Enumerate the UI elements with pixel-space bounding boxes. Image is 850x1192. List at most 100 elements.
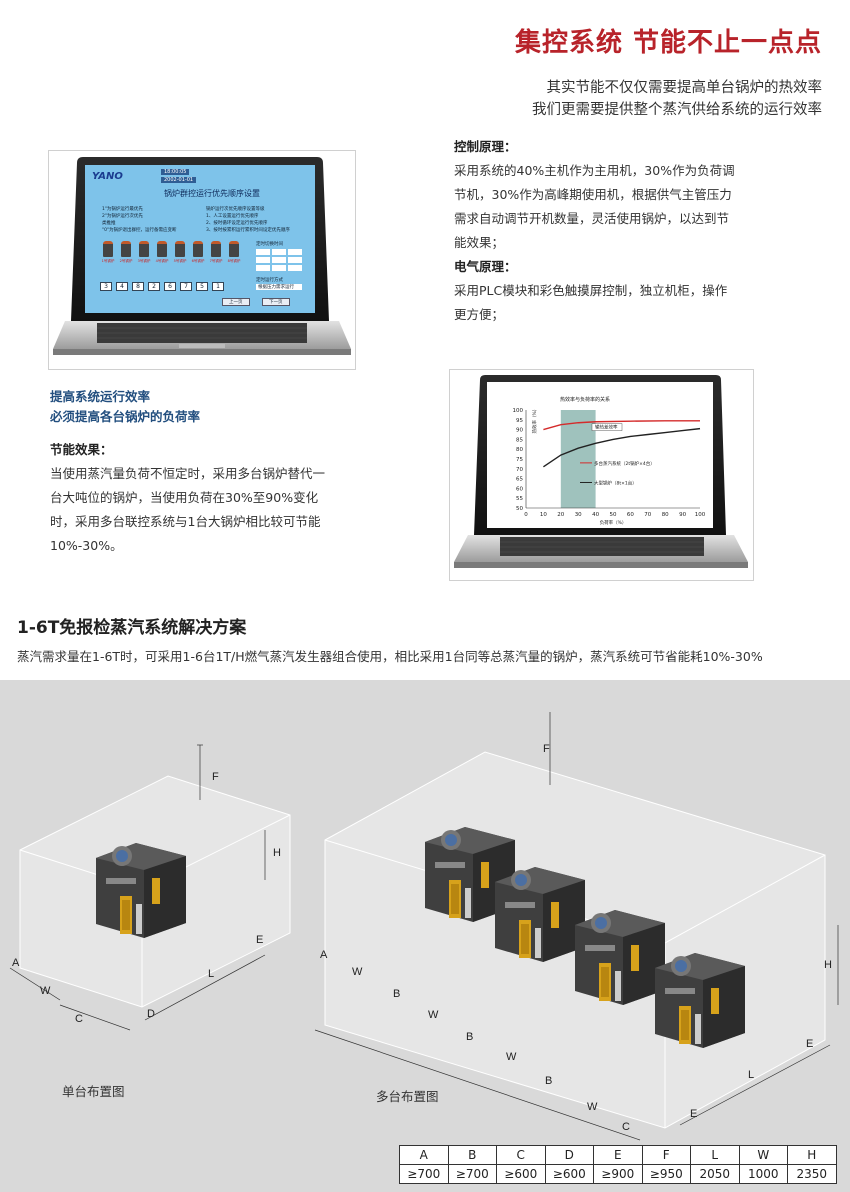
single-layout-caption: 单台布置图 [62,1084,125,1099]
timer-field[interactable] [256,249,270,255]
x-tick-label: 100 [695,512,706,518]
sequence-box[interactable]: 6 [164,282,176,291]
dimension-letter: A [12,957,20,969]
dims-value-cell: 2050 [690,1164,740,1184]
dims-header-cell: W [738,1145,788,1165]
series-line [543,427,701,468]
highlight-band [560,410,596,508]
mode-value[interactable]: 根据压力需求运行 [256,284,302,290]
y-tick-label: 80 [516,447,523,453]
dimension-letter: W [587,1101,598,1113]
boiler-label: 2号锅炉 [119,259,133,263]
boiler-label: 7号锅炉 [209,259,223,263]
legend-label: 大型锅炉（8t×1台） [594,479,637,486]
x-tick-label: 40 [592,512,599,518]
timer-field[interactable] [288,249,302,255]
y-axis-label: 热效率（%） [531,407,538,434]
mode-title: 定时运行方式 [256,278,283,283]
dims-value-cell: ≥700 [399,1164,449,1184]
control-block: 控制原理： 采用系统的40%主机作为主用机，30%作为负荷调 节机，30%作为高… [454,135,735,327]
dims-value-cell: ≥700 [447,1164,497,1184]
timer-field[interactable] [288,265,302,271]
x-tick-label: 30 [575,512,582,518]
boiler-icon [121,241,131,257]
dimension-letter: L [208,968,214,980]
boiler-label: 5号锅炉 [173,259,187,263]
dimension-letter: W [40,985,51,997]
touch-screen: YANO 18:00:05 2002-01-01 锅炉群控运行优先顺序设置 1"… [86,166,315,313]
sequence-box[interactable]: 8 [132,282,144,291]
dimension-letter: C [75,1013,83,1025]
boiler-icon [139,241,149,257]
control-principle-title: 控制原理： [454,139,517,154]
dimension-letter: E [256,934,263,946]
dims-value-cell: ≥600 [496,1164,546,1184]
dims-header-cell: H [787,1145,837,1165]
timer-field[interactable] [288,257,302,263]
boiler-tile[interactable]: 3号锅炉 [136,241,152,264]
y-tick-label: 90 [516,428,523,434]
boiler-tile[interactable]: 1号锅炉 [100,241,116,264]
x-tick-label: 60 [627,512,634,518]
note-line: 2、按时循环设定运行优先顺序 [206,221,268,226]
subtitle-2: 我们更需要提供整个蒸汽供给系统的运行效率 [532,102,822,118]
boiler-icon [229,241,239,257]
timer-field[interactable] [272,249,286,255]
dims-header-cell: E [593,1145,643,1165]
timer-field[interactable] [272,257,286,263]
timer-field[interactable] [272,265,286,271]
boiler-tile[interactable]: 6号锅炉 [190,241,206,264]
boiler-tile[interactable]: 4号锅炉 [154,241,170,264]
screen-date: 2002-01-01 [161,177,197,183]
annotation-label: 输热差效率 [595,424,618,431]
boiler-tile[interactable]: 8号锅炉 [226,241,242,264]
control-line: 能效果； [454,235,505,250]
x-tick-label: 20 [557,512,564,518]
note-line: 2"为锅炉运行次优先 [102,214,143,219]
boiler-icon [193,241,203,257]
sequence-box[interactable]: 4 [116,282,128,291]
dimension-letter: E [690,1108,697,1120]
sequence-box[interactable]: 7 [180,282,192,291]
dims-header-cell: L [690,1145,740,1165]
x-tick-label: 90 [679,512,686,518]
subtitle-1: 其实节能不仅仅需要提高单台锅炉的热效率 [546,80,823,96]
timer-panel: 定时切换时间 定时运行方式 根据压力需求运行 [256,241,302,290]
dims-value-cell: ≥600 [544,1164,594,1184]
boiler-tile[interactable]: 2号锅炉 [118,241,134,264]
timer-field[interactable] [256,257,270,263]
multi-layout-caption: 多台布置图 [376,1089,439,1104]
x-tick-label: 80 [662,512,669,518]
dims-value-cell: 2350 [787,1164,837,1184]
boiler-icon [157,241,167,257]
electrical-line: 更方便； [454,307,505,322]
x-axis-label: 负荷率（%） [600,519,627,526]
saving-line: 当使用蒸汽量负荷不恒定时，采用多台锅炉替代一 [50,466,326,481]
dimension-letter: W [428,1009,439,1021]
sequence-box[interactable]: 1 [212,282,224,291]
y-tick-label: 95 [516,418,523,424]
saving-line: 10%-30%。 [50,538,123,553]
next-page-button[interactable]: 下一页 [262,298,290,306]
prev-page-button[interactable]: 上一页 [222,298,250,306]
dimension-letter: B [393,988,400,1000]
boiler-tile[interactable]: 5号锅炉 [172,241,188,264]
sequence-box[interactable]: 3 [100,282,112,291]
dims-value-cell: 1000 [738,1164,788,1184]
boiler-icon [211,241,221,257]
boiler-tile[interactable]: 7号锅炉 [208,241,224,264]
annotation-box [591,423,623,431]
timer-field[interactable] [256,265,270,271]
dims-header-cell: A [399,1145,449,1165]
screen-brand: YANO [92,171,123,182]
dims-value-cell: ≥900 [593,1164,643,1184]
sequence-box[interactable]: 5 [196,282,208,291]
sequence-box[interactable]: 2 [148,282,160,291]
dims-header-cell: F [641,1145,691,1165]
y-tick-label: 50 [516,506,523,512]
